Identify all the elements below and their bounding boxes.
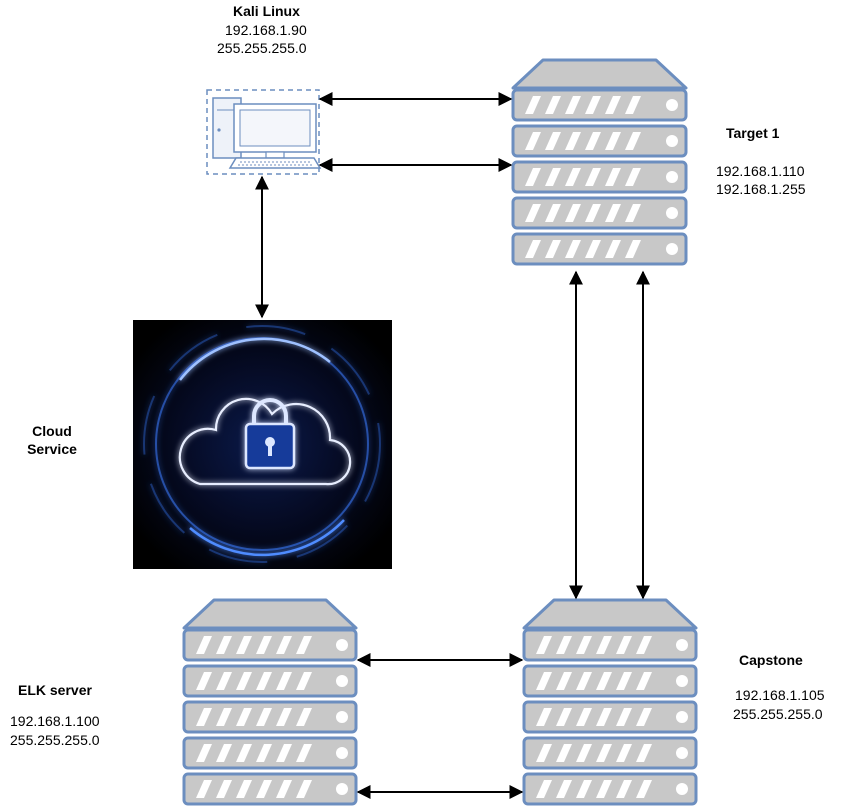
elk-server-icon[interactable] — [182, 598, 358, 806]
cloud-title-line2: Service — [27, 441, 77, 457]
capstone-ip: 192.168.1.105 — [735, 687, 825, 703]
cloud-service-icon[interactable] — [133, 320, 392, 569]
target1-ip: 192.168.1.110 — [716, 163, 805, 179]
elk-title: ELK server — [18, 682, 92, 698]
server-unit — [182, 772, 358, 806]
capstone-title: Capstone — [739, 652, 803, 668]
capstone-mask: 255.255.255.0 — [733, 706, 823, 722]
kali-mask: 255.255.255.0 — [217, 40, 307, 56]
server-unit — [511, 196, 688, 230]
server-unit — [511, 88, 688, 122]
server-unit — [182, 736, 358, 770]
server-unit — [182, 664, 358, 698]
server-unit — [511, 232, 688, 266]
server-unit — [522, 664, 698, 698]
cloud-title: Cloud Service — [20, 422, 84, 458]
server-unit — [522, 736, 698, 770]
kali-title: Kali Linux — [233, 3, 300, 19]
kali-workstation-icon[interactable] — [206, 89, 322, 175]
server-unit — [522, 700, 698, 734]
server-unit — [511, 124, 688, 158]
target1-mask: 192.168.1.255 — [716, 181, 806, 197]
server-unit — [182, 700, 358, 734]
server-unit — [522, 772, 698, 806]
elk-mask: 255.255.255.0 — [10, 732, 100, 748]
padlock-icon — [244, 398, 296, 470]
server-unit — [511, 160, 688, 194]
server-unit — [182, 628, 358, 662]
server-unit — [522, 628, 698, 662]
cloud-title-line1: Cloud — [32, 423, 72, 439]
target1-title: Target 1 — [726, 125, 780, 141]
cloud-outline-icon — [178, 397, 352, 486]
kali-ip: 192.168.1.90 — [225, 22, 307, 38]
connections — [255, 92, 650, 799]
elk-ip: 192.168.1.100 — [10, 713, 100, 729]
capstone-server-icon[interactable] — [522, 598, 698, 806]
target1-server-icon[interactable] — [511, 58, 688, 266]
